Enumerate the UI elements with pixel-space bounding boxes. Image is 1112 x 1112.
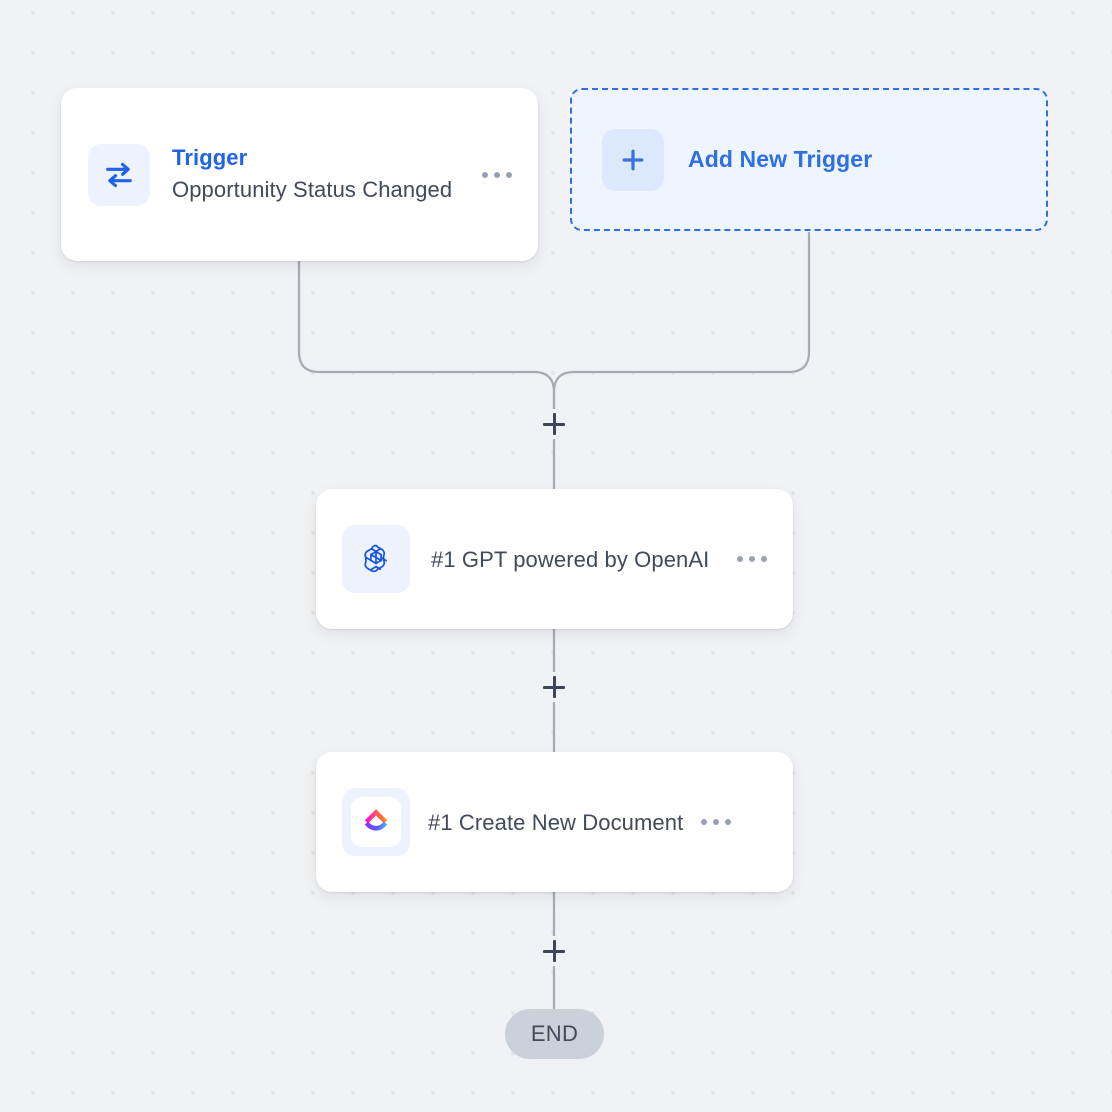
add-step-after-triggers-button[interactable]	[539, 409, 569, 439]
node-create-document[interactable]: #1 Create New Document	[316, 752, 793, 892]
add-step-after-gpt-button[interactable]	[539, 672, 569, 702]
node-add-new-trigger-label: Add New Trigger	[688, 146, 873, 172]
add-step-after-document-button[interactable]	[539, 936, 569, 966]
dot	[701, 819, 708, 825]
node-trigger-more-options-button[interactable]	[482, 171, 512, 178]
node-trigger[interactable]: Trigger Opportunity Status Changed	[61, 88, 538, 261]
dot	[494, 171, 500, 178]
dot	[749, 556, 755, 562]
plus-icon	[602, 128, 664, 191]
edge-add-trigger-to-merge	[552, 231, 811, 411]
node-trigger-label: Opportunity Status Changed	[172, 177, 453, 202]
dot	[713, 819, 720, 825]
node-gpt-label: #1 GPT powered by OpenAI	[431, 546, 710, 572]
transfer-arrows-icon	[88, 143, 150, 206]
node-create-document-more-options-button[interactable]	[701, 819, 732, 825]
edge-trigger-to-merge	[297, 259, 556, 411]
node-create-document-label: #1 Create New Document	[428, 809, 684, 835]
dot	[506, 171, 512, 178]
dot	[725, 819, 732, 825]
node-gpt[interactable]: #1 GPT powered by OpenAI	[316, 489, 793, 629]
node-add-new-trigger[interactable]: Add New Trigger	[570, 88, 1048, 231]
dot	[482, 171, 488, 178]
dot	[737, 556, 743, 562]
node-trigger-kicker: Trigger	[172, 145, 248, 170]
end-pill: END	[505, 1009, 604, 1059]
end-pill-label: END	[530, 1021, 579, 1046]
openai-icon	[342, 525, 410, 593]
dot	[761, 556, 767, 562]
node-trigger-text: Trigger Opportunity Status Changed	[172, 143, 460, 206]
clickup-icon-plate	[351, 797, 401, 847]
clickup-icon	[342, 788, 410, 856]
node-gpt-more-options-button[interactable]	[737, 556, 767, 562]
